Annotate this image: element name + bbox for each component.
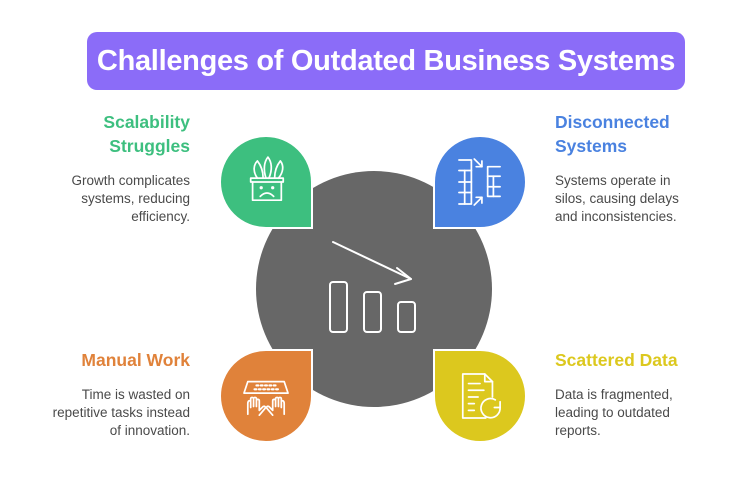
disconnected-badge	[433, 135, 527, 229]
description-line: Growth complicates	[71, 173, 190, 188]
manual-work-heading: Manual Work	[81, 348, 190, 372]
sad-plant-pot-icon	[249, 156, 285, 202]
declining-bar-chart-icon	[329, 241, 416, 333]
manual-work-badge	[219, 349, 313, 443]
heading-line: Systems	[555, 136, 627, 156]
description-line: silos, causing delays	[555, 191, 679, 206]
description-line: Data is fragmented,	[555, 387, 673, 402]
disconnected-tables-icon	[458, 158, 501, 206]
description-line: Time is wasted on	[81, 387, 190, 402]
title-banner: Challenges of Outdated Business Systems	[87, 32, 685, 90]
heading-line: Struggles	[109, 136, 190, 156]
heading-line: Disconnected	[555, 112, 670, 132]
description-line: repetitive tasks instead	[52, 405, 190, 420]
hands-typing-keyboard-icon	[243, 380, 289, 417]
scalability-heading: Scalability Struggles	[103, 110, 190, 158]
description-line: efficiency.	[131, 209, 190, 224]
disconnected-description: Systems operate in silos, causing delays…	[555, 172, 679, 226]
description-line: Systems operate in	[555, 173, 671, 188]
description-line: systems, reducing	[81, 191, 190, 206]
scattered-data-badge	[433, 349, 527, 443]
scattered-data-heading: Scattered Data	[555, 348, 678, 372]
description-line: and inconsistencies.	[555, 209, 677, 224]
description-line: leading to outdated	[555, 405, 670, 420]
scalability-badge	[219, 135, 313, 229]
description-line: of innovation.	[109, 423, 190, 438]
disconnected-heading: Disconnected Systems	[555, 110, 670, 158]
heading-line: Scattered Data	[555, 350, 678, 370]
scalability-description: Growth complicates systems, reducing eff…	[71, 172, 190, 226]
description-line: reports.	[555, 423, 601, 438]
heading-line: Scalability	[103, 112, 190, 132]
document-refresh-icon	[461, 373, 501, 419]
manual-work-description: Time is wasted on repetitive tasks inste…	[53, 386, 190, 440]
heading-line: Manual Work	[81, 350, 190, 370]
page-title: Challenges of Outdated Business Systems	[96, 44, 676, 77]
scattered-data-description: Data is fragmented, leading to outdated …	[555, 386, 673, 440]
